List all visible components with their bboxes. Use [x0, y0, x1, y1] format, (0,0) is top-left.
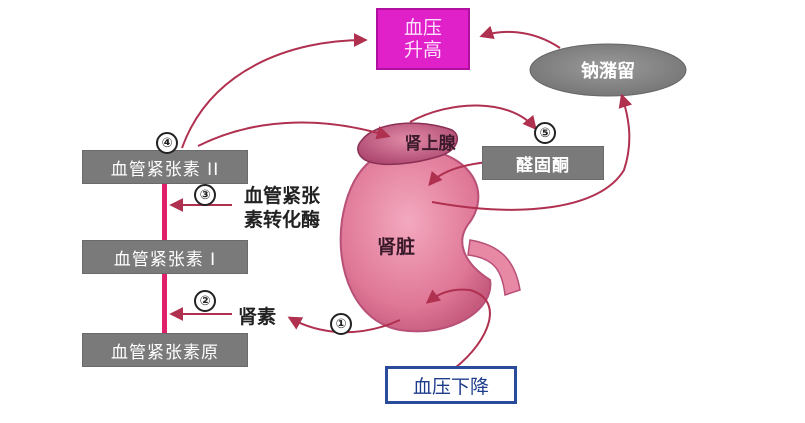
bp-rise-line1: 血压 [403, 17, 442, 39]
angiotensinogen-text: 血管紧张素原 [111, 342, 219, 363]
step-number-5: ⑤ [534, 122, 556, 144]
sodium-retention-ellipse [529, 43, 687, 97]
renin-text: 肾素 [238, 306, 277, 328]
angiotensin-ii-text: 血管紧张素 II [110, 159, 220, 180]
ureter [467, 239, 521, 297]
adrenal-label: 肾上腺 [390, 128, 470, 154]
bp-rise-box: 血压 升高 [376, 8, 470, 70]
adrenal-text: 肾上腺 [404, 133, 456, 154]
angiotensin-i-text: 血管紧张素 I [113, 249, 217, 270]
step-number-4: ④ [156, 132, 178, 154]
arrow-angii-to-adrenal [197, 121, 391, 147]
kidney-text: 肾脏 [376, 235, 415, 258]
arrow-adrenal-to-aldosterone [409, 104, 537, 131]
step-number-2: ② [194, 290, 216, 312]
step-number-1: ① [330, 313, 352, 335]
bp-drop-text: 血压下降 [412, 375, 489, 398]
bp-rise-line2: 升高 [403, 39, 442, 61]
ace-label: 血管紧张 素转化酶 [244, 184, 320, 232]
bp-drop-box: 血压下降 [385, 366, 517, 404]
angiotensinogen-box: 血管紧张素原 [82, 333, 248, 367]
arrow-sodium-to-bp-up [479, 25, 561, 49]
step-number-3: ③ [194, 184, 216, 206]
angiotensin-i-box: 血管紧张素 I [82, 240, 248, 274]
arrow-angii-to-bp-up [181, 33, 368, 149]
arrow-bp-drop-to-kidney [425, 288, 491, 369]
kidney-label: 肾脏 [356, 230, 436, 260]
ace-line2: 素转化酶 [244, 209, 321, 231]
aldosterone-text: 醛固酮 [516, 155, 570, 176]
angiotensin-ii-box: 血管紧张素 II [82, 150, 248, 184]
kidney-shape [339, 146, 492, 333]
ace-line1: 血管紧张 [244, 185, 321, 207]
arrow-aldosterone-to-kidney [428, 161, 489, 187]
aldosterone-box: 醛固酮 [482, 146, 604, 180]
sodium-retention-text: 钠潴留 [581, 61, 635, 82]
renin-label: 肾素 [238, 302, 276, 329]
arrow-kidney-to-sodium [431, 93, 633, 211]
sodium-retention-label: 钠潴留 [540, 56, 676, 84]
